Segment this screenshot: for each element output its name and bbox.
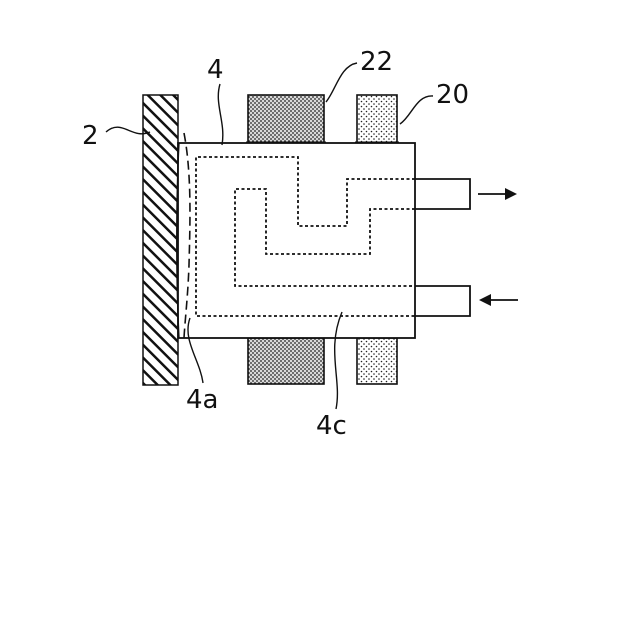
label-wall: 2 [82, 121, 99, 151]
coolant-tube-top [357, 95, 397, 143]
wall-hatched [143, 95, 178, 385]
label-heater-member: 22 [360, 47, 393, 77]
coolant-tube-bottom [357, 338, 397, 384]
inlet-arrow [479, 294, 518, 306]
block-body [178, 143, 415, 338]
outlet-port [415, 179, 470, 209]
inlet-port [415, 286, 470, 316]
heater-member-bottom [248, 338, 324, 384]
label-channel: 4c [316, 411, 347, 441]
label-contact-surface: 4a [186, 385, 218, 415]
label-block: 4 [207, 55, 224, 85]
leader-tube [400, 96, 433, 124]
heater-member-top [248, 95, 324, 143]
outlet-arrow [478, 188, 517, 200]
leader-heater [326, 63, 357, 102]
label-coolant-tube: 20 [436, 80, 469, 110]
leader-block [218, 84, 223, 145]
